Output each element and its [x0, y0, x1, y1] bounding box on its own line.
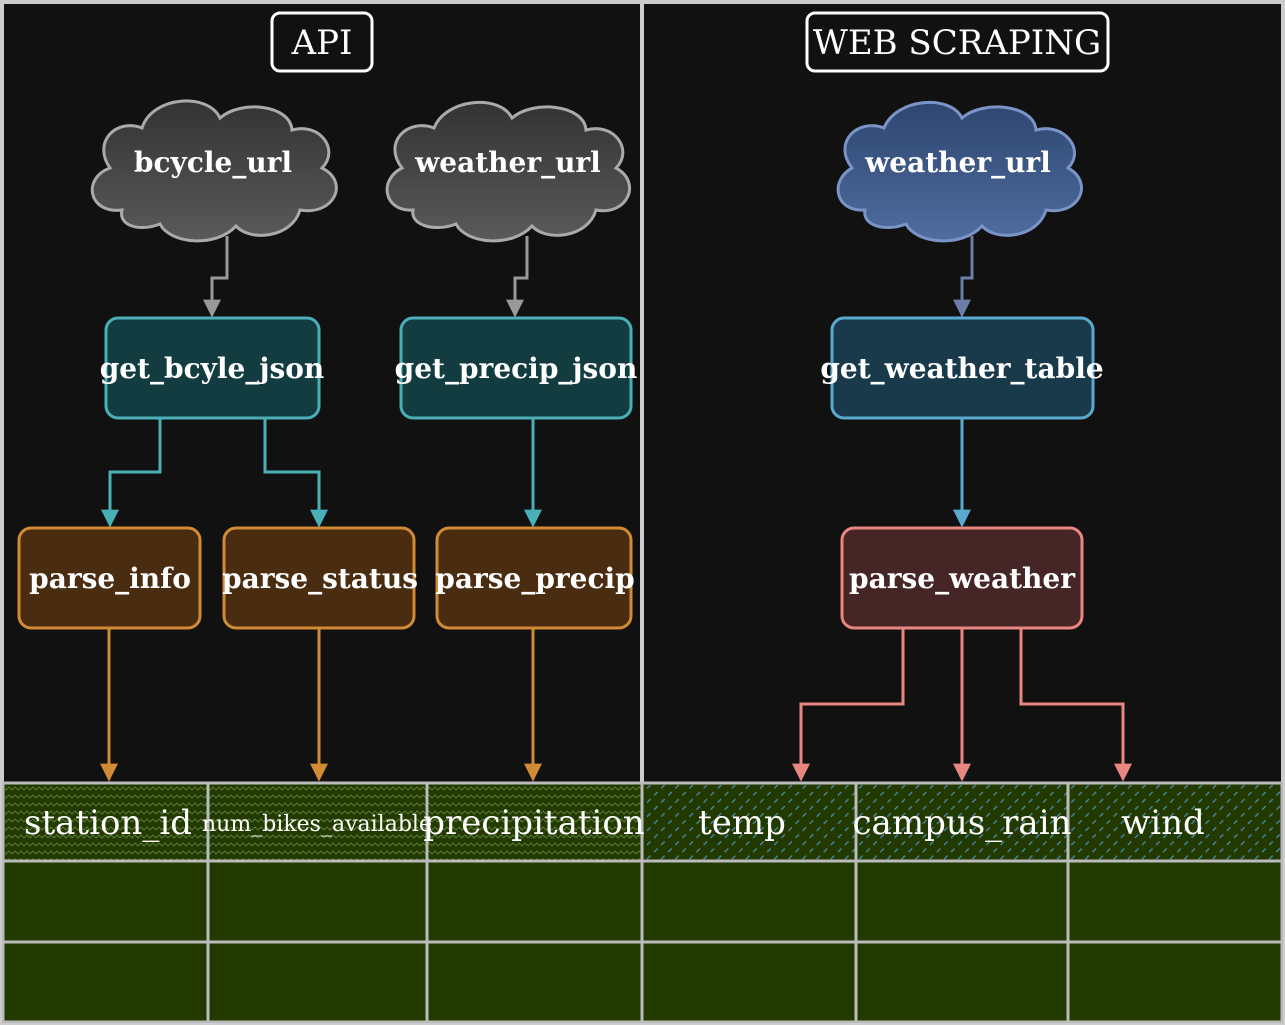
parse-info-label: parse_info [29, 562, 191, 595]
column-header-num-bikes-available: num_bikes_available [202, 812, 432, 837]
parse-precip-node: parse_precip [435, 526, 635, 630]
get-precip-json-node: get_precip_json [395, 316, 638, 420]
weather-url-api-label: weather_url [414, 146, 601, 179]
parse-status-label: parse_status [222, 562, 418, 595]
edge-weather-url-to-get-weather-table [953, 236, 974, 318]
column-header-precipitation: precipitation [423, 803, 645, 843]
get-bcyle-json-label: get_bcyle_json [100, 352, 325, 385]
column-header-temp: temp [698, 803, 786, 843]
web-scraping-section-label: WEB SCRAPING [813, 23, 1101, 63]
edge-bcycle-url-to-get-bcyle-json [203, 236, 229, 318]
get-precip-json-label: get_precip_json [395, 352, 638, 385]
header-cell-station-id [5, 785, 207, 860]
get-weather-table-node: get_weather_table [820, 316, 1104, 420]
parse-info-node: parse_info [17, 526, 202, 630]
web-scraping-section-header: WEB SCRAPING [805, 11, 1110, 73]
parse-precip-label: parse_precip [435, 562, 634, 595]
edge-get-bcyle-json-to-parse-info [101, 418, 162, 528]
header-cell-num-bikes-available [209, 785, 426, 860]
edges [100, 236, 1132, 782]
column-header-campus-rain: campus_rain [853, 803, 1072, 843]
column-header-wind: wind [1121, 803, 1205, 843]
api-section-label: API [291, 23, 353, 63]
parse-status-node: parse_status [222, 526, 418, 630]
output-table: station_id num_bikes_available precipita… [1, 781, 1284, 1024]
bcycle-url-label: bcycle_url [134, 146, 292, 179]
column-header-station-id: station_id [24, 803, 192, 843]
weather-url-api-node: weather_url [385, 100, 631, 243]
get-bcyle-json-node: get_bcyle_json [100, 316, 325, 420]
parse-weather-label: parse_weather [849, 562, 1076, 595]
weather-url-web-node: weather_url [836, 100, 1083, 243]
header-cell-temp [643, 785, 855, 860]
header-cell-campus-rain [857, 785, 1067, 860]
get-weather-table-label: get_weather_table [820, 352, 1103, 385]
header-cell-wind [1069, 785, 1280, 860]
header-cell-precipitation [428, 785, 641, 860]
bcycle-url-node: bcycle_url [90, 99, 338, 243]
edge-parse-weather-to-wind [1019, 628, 1132, 782]
api-section-header: API [270, 11, 374, 73]
edge-get-bcyle-json-to-parse-status [263, 418, 328, 528]
table-grid [1, 781, 1284, 1024]
parse-weather-node: parse_weather [840, 526, 1084, 630]
edge-parse-weather-to-temp [792, 628, 905, 782]
weather-url-web-label: weather_url [864, 146, 1051, 179]
edge-weather-url-to-get-precip-json [506, 236, 529, 318]
